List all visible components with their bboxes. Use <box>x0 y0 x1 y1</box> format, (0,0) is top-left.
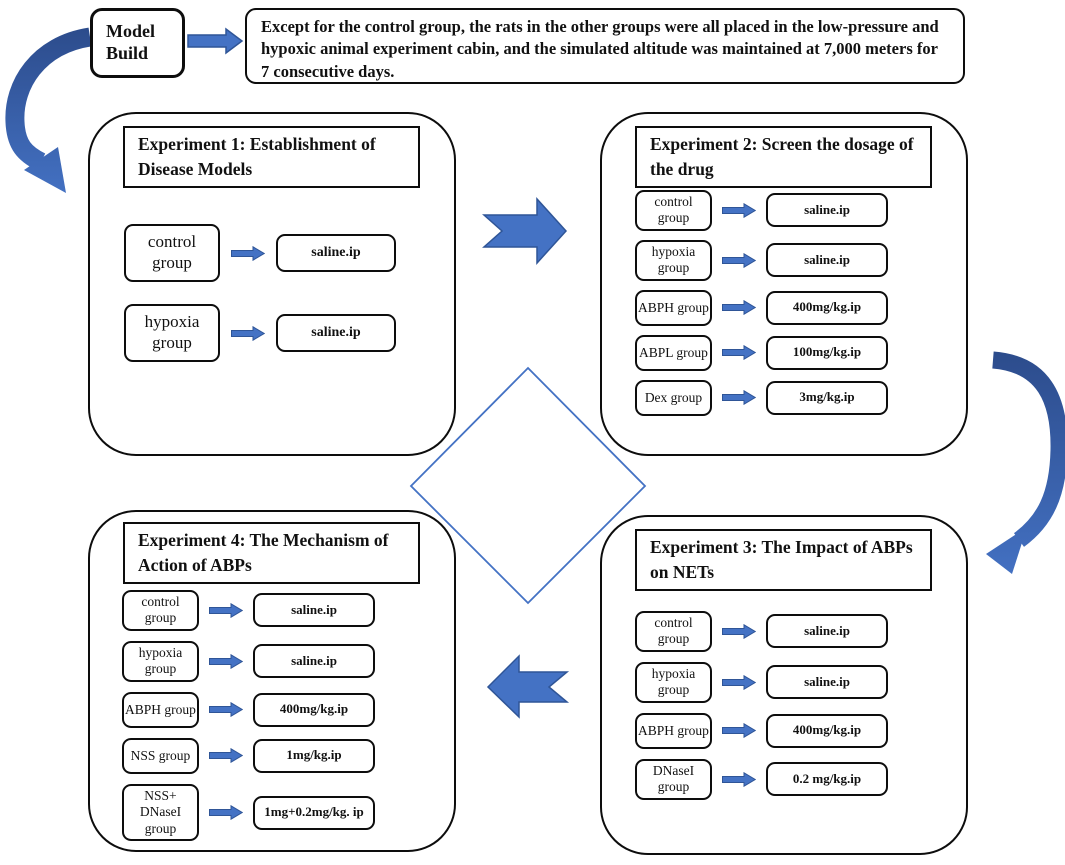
dose-box: saline.ip <box>276 314 396 352</box>
protocol-note: Except for the control group, the rats i… <box>245 8 965 84</box>
experiment-1-panel: Experiment 1: Establishment of Disease M… <box>88 112 456 456</box>
group-box: ABPH group <box>635 712 712 749</box>
group-box: Dex group <box>635 379 712 416</box>
model-build-arrow-icon <box>187 27 244 55</box>
treatment-row: ABPH group 400mg/kg.ip <box>122 691 375 728</box>
right-arrow-icon <box>231 245 265 261</box>
right-arrow-icon <box>209 805 243 821</box>
treatment-row: hypoxia group saline.ip <box>635 239 888 281</box>
right-arrow-icon <box>722 252 756 268</box>
dose-box: 3mg/kg.ip <box>766 380 888 415</box>
experiment-2-panel: Experiment 2: Screen the dosage of the d… <box>600 112 968 456</box>
treatment-row: ABPL group 100mg/kg.ip <box>635 334 888 371</box>
group-box: control group <box>635 190 712 231</box>
experiment-3-panel: Experiment 3: The Impact of ABPs on NETs… <box>600 515 968 855</box>
treatment-row: NSS group 1mg/kg.ip <box>122 737 375 774</box>
dose-box: saline.ip <box>766 243 888 278</box>
treatment-row: ABPH group 400mg/kg.ip <box>635 712 888 749</box>
right-arrow-icon <box>722 202 756 218</box>
dose-box: saline.ip <box>253 593 375 628</box>
group-box: hypoxia group <box>122 640 199 682</box>
dose-box: saline.ip <box>253 644 375 679</box>
dose-box: 400mg/kg.ip <box>766 713 888 748</box>
curved-arrow-model-to-exp1-head-icon <box>24 147 66 193</box>
right-arrow-icon <box>722 771 756 787</box>
right-arrow-icon <box>209 653 243 669</box>
experiment-1-title: Experiment 1: Establishment of Disease M… <box>123 126 420 188</box>
curved-arrow-exp2-to-exp3-head-icon <box>986 527 1027 574</box>
dose-box: saline.ip <box>766 193 888 228</box>
dose-box: 100mg/kg.ip <box>766 335 888 370</box>
right-arrow-icon <box>722 723 756 739</box>
right-arrow-icon <box>209 602 243 618</box>
dose-box: 400mg/kg.ip <box>253 692 375 727</box>
arrow-exp1-to-exp2-icon <box>482 197 568 265</box>
experiment-1-rows: control group saline.ip hypoxia group salin… <box>124 224 396 362</box>
dose-box: 0.2 mg/kg.ip <box>766 762 888 797</box>
treatment-row: control group saline.ip <box>635 190 888 231</box>
group-box: hypoxia group <box>635 661 712 703</box>
group-box: control group <box>122 590 199 631</box>
treatment-row: DNaseI group 0.2 mg/kg.ip <box>635 758 888 800</box>
dose-box: saline.ip <box>766 614 888 649</box>
treatment-row: hypoxia group saline.ip <box>635 661 888 703</box>
experiment-4-panel: Experiment 4: The Mechanism of Action of… <box>88 510 456 852</box>
right-arrow-icon <box>722 300 756 316</box>
right-arrow-icon <box>231 325 265 341</box>
group-box: DNaseI group <box>635 758 712 800</box>
experiment-4-title: Experiment 4: The Mechanism of Action of… <box>123 522 420 584</box>
treatment-row: Dex group 3mg/kg.ip <box>635 379 888 416</box>
treatment-row: hypoxia group saline.ip <box>124 304 396 362</box>
dose-box: saline.ip <box>276 234 396 272</box>
treatment-row: ABPH group 400mg/kg.ip <box>635 289 888 326</box>
treatment-row: control group saline.ip <box>124 224 396 282</box>
arrow-exp3-to-exp4-icon <box>486 654 570 719</box>
dose-box: saline.ip <box>766 665 888 700</box>
dose-box: 1mg+0.2mg/kg. ip <box>253 795 375 830</box>
treatment-row: NSS+ DNaseI group 1mg+0.2mg/kg. ip <box>122 783 375 842</box>
experiment-3-rows: control group saline.ip hypoxia group salin… <box>635 611 888 800</box>
treatment-row: control group saline.ip <box>635 611 888 652</box>
experiment-4-rows: control group saline.ip hypoxia group salin… <box>122 590 375 842</box>
group-box: control group <box>124 224 220 282</box>
group-box: NSS+ DNaseI group <box>122 783 199 842</box>
model-build-box: Model Build <box>90 8 185 78</box>
group-box: hypoxia group <box>124 304 220 362</box>
group-box: ABPL group <box>635 334 712 371</box>
experiment-2-title: Experiment 2: Screen the dosage of the d… <box>635 126 932 188</box>
group-box: ABPH group <box>635 289 712 326</box>
group-box: hypoxia group <box>635 239 712 281</box>
right-arrow-icon <box>209 748 243 764</box>
curved-arrow-exp2-to-exp3-icon <box>991 351 1065 547</box>
group-box: NSS group <box>122 737 199 774</box>
decision-diamond <box>409 366 647 605</box>
experiment-3-title: Experiment 3: The Impact of ABPs on NETs <box>635 529 932 591</box>
treatment-row: hypoxia group saline.ip <box>122 640 375 682</box>
right-arrow-icon <box>209 702 243 718</box>
curved-arrow-model-to-exp1-icon <box>5 27 92 171</box>
right-arrow-icon <box>722 390 756 406</box>
group-box: ABPH group <box>122 691 199 728</box>
group-box: control group <box>635 611 712 652</box>
dose-box: 1mg/kg.ip <box>253 738 375 773</box>
treatment-row: control group saline.ip <box>122 590 375 631</box>
dose-box: 400mg/kg.ip <box>766 290 888 325</box>
experiment-2-rows: control group saline.ip hypoxia group salin… <box>635 190 888 416</box>
right-arrow-icon <box>722 623 756 639</box>
right-arrow-icon <box>722 345 756 361</box>
right-arrow-icon <box>722 674 756 690</box>
